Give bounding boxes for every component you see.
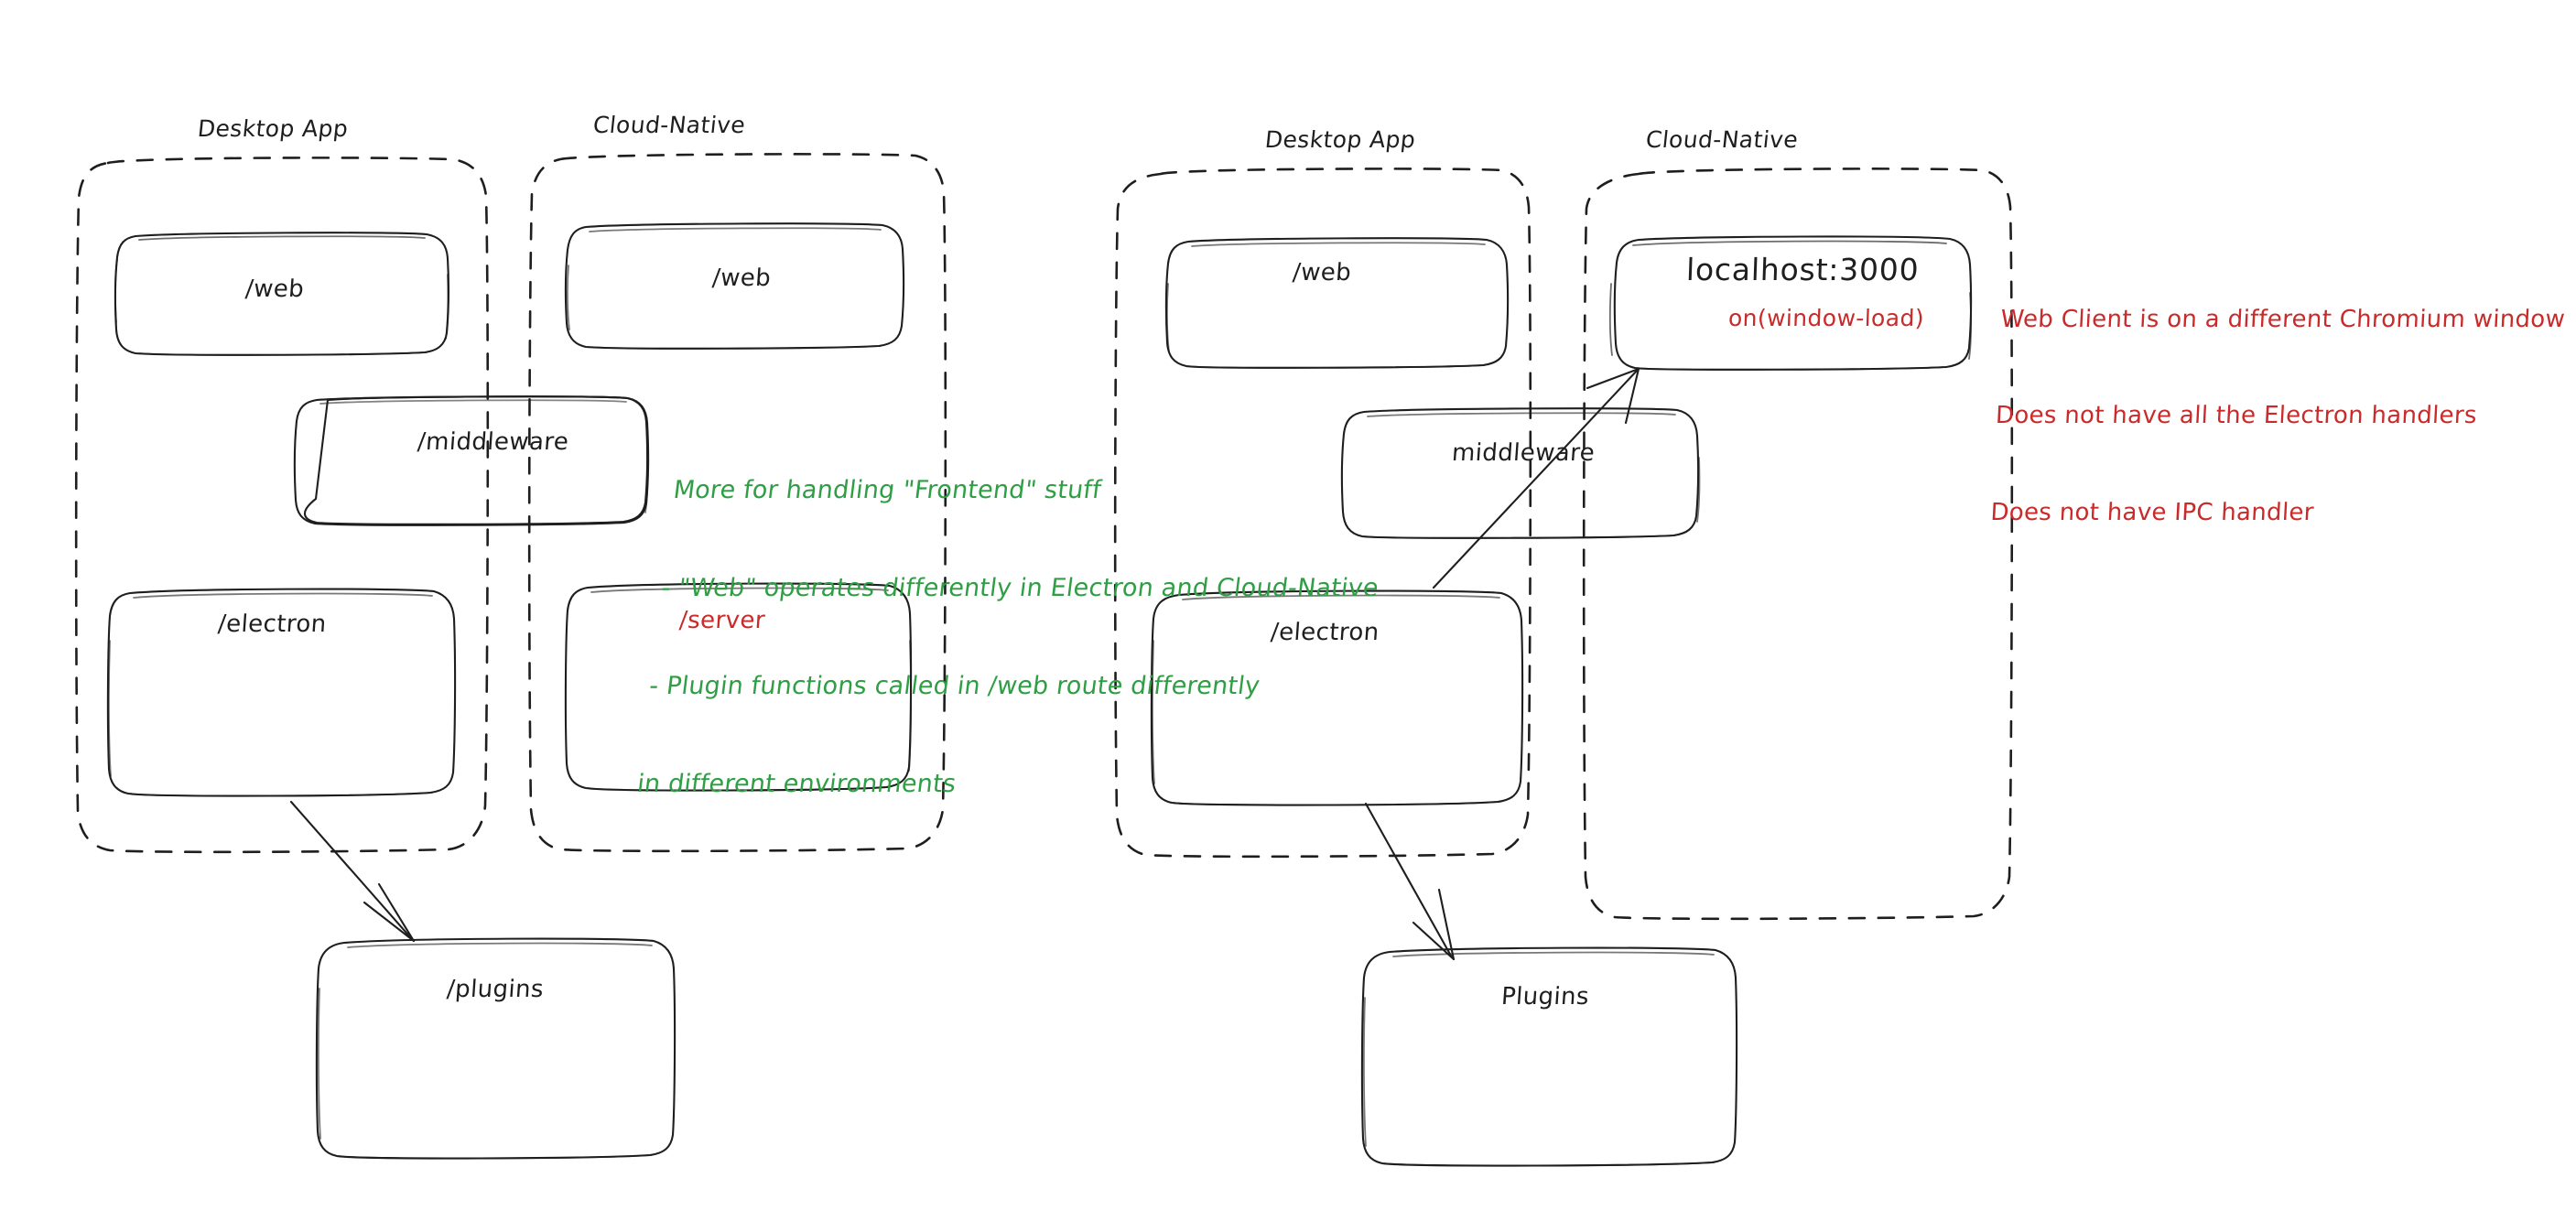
node-label-left-plugins: /plugins [445,976,545,1003]
arrow-right-electron-to-localhost [1432,367,1640,589]
node-shape-left-server[interactable] [564,582,913,792]
annotation-frontend-note-line-2: - "Web" operates differently in Electron… [659,574,1380,603]
annotation-frontend-note-line-1: More for handling "Frontend" stuff [671,476,1103,505]
group-label-right-desktop-app: Desktop App [1263,126,1417,153]
node-label-left-cloud-web: /web [710,265,773,292]
group-label-left-cloud-native: Cloud-Native [591,112,747,138]
node-label-right-localhost: localhost:3000 [1685,252,1921,287]
annotation-web-client-note-line-3: Does not have IPC handler [1989,498,2315,526]
node-shape-left-plugins[interactable] [315,937,676,1160]
annotation-frontend-note-line-4: in different environments [635,769,958,798]
node-shape-right-electron[interactable] [1150,589,1524,806]
node-label-right-desktop-web: /web [1291,259,1353,286]
annotation-frontend-note: More for handling "Frontend" stuff - "We… [627,409,1400,866]
node-shape-right-middleware[interactable] [1340,407,1701,539]
group-label-right-cloud-native: Cloud-Native [1644,126,1800,153]
group-frame-left-cloud-native[interactable] [527,153,947,853]
node-shape-left-middleware[interactable] [293,395,650,526]
node-shape-left-electron[interactable] [106,588,457,797]
group-frame-right-desktop-app[interactable] [1113,168,1532,859]
group-label-left-desktop-app: Desktop App [196,115,350,142]
group-frame-right-cloud-native[interactable] [1582,168,2014,921]
annotation-web-client-note-line-1: Web Client is on a different Chromium wi… [1999,306,2566,334]
node-shape-left-cloud-web[interactable] [564,222,905,350]
node-shape-right-plugins[interactable] [1360,946,1738,1167]
annotation-web-client-note-line-2: Does not have all the Electron handlers [1995,402,2478,430]
group-frame-left-desktop-app[interactable] [74,157,490,854]
annotation-web-client-note: Web Client is on a different Chromium wi… [1986,240,2570,593]
node-shape-right-desktop-web[interactable] [1164,237,1510,369]
node-label-left-middleware: /middleware [416,428,570,456]
node-sublabel-right-localhost-on-window-load: on(window-load) [1727,305,1925,331]
annotation-frontend-note-line-3: - Plugin functions called in /web route … [647,672,1262,700]
node-label-left-desktop-web: /web [244,276,306,303]
arrow-right-electron-to-plugins [1364,802,1456,961]
node-label-right-middleware: middleware [1450,439,1596,467]
node-label-left-electron: /electron [216,611,328,638]
node-shape-right-localhost[interactable] [1609,235,1973,371]
node-label-right-plugins: Plugins [1499,983,1590,1010]
node-shape-left-desktop-web[interactable] [114,232,450,356]
arrow-left-electron-to-plugins [289,800,416,943]
